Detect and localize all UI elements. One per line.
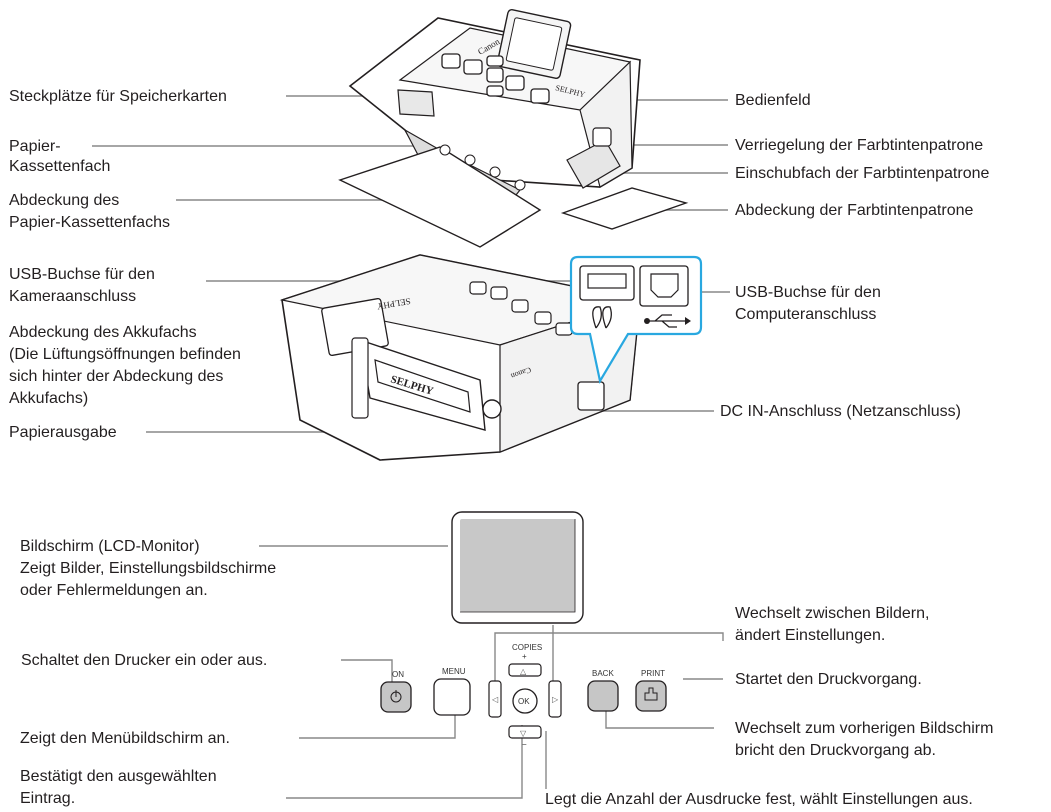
label-arrows-2: ändert Einstellungen. [735, 627, 886, 644]
back-button [587, 680, 619, 712]
up-button [508, 663, 542, 677]
svg-text:▷: ▷ [552, 695, 559, 704]
svg-text:△: △ [520, 667, 527, 676]
label-power: Schaltet den Drucker ein oder aus. [21, 652, 268, 669]
label-paper-cassette-cover-1: Abdeckung des [9, 192, 120, 209]
svg-text:◁: ◁ [492, 695, 499, 704]
label-battery-cover-1: Abdeckung des Akkufachs [9, 324, 197, 341]
label-paper-cassette-slot-2: Kassettenfach [9, 158, 111, 175]
label-battery-cover-4: Akkufachs) [9, 390, 89, 407]
label-paper-cassette-slot-1: Papier- [9, 138, 61, 155]
usb-callout [569, 255, 703, 384]
minus-label: − [522, 740, 527, 749]
label-back-2: bricht den Druckvorgang ab. [735, 742, 936, 759]
print-icon [644, 687, 658, 701]
control-panel-illustration: ON MENU ◁ ▷ △ COPIES + OK ▽ − BACK PRINT [380, 511, 667, 749]
left-arrow-button [488, 680, 502, 718]
label-menu: Zeigt den Menübildschirm an. [20, 730, 230, 747]
label-memory-card-slots: Steckplätze für Speicherkarten [9, 88, 227, 105]
printer-top-illustration: Canon SELPHY [338, 9, 689, 248]
menu-button [433, 678, 471, 716]
down-button [508, 725, 542, 739]
label-lcd-desc-2: oder Fehlermeldungen an. [20, 582, 208, 599]
plus-label: + [522, 652, 527, 661]
label-arrows-1: Wechselt zwischen Bildern, [735, 605, 930, 622]
ok-button [512, 688, 538, 714]
svg-text:▽: ▽ [520, 729, 527, 738]
copies-label: COPIES [512, 643, 542, 652]
back-label: BACK [592, 669, 614, 678]
label-dc-in: DC IN-Anschluss (Netzanschluss) [720, 403, 961, 420]
print-button [635, 680, 667, 712]
label-ok-1: Bestätigt den ausgewählten [20, 768, 217, 785]
right-arrow-button [548, 680, 562, 718]
label-lcd-desc-1: Zeigt Bilder, Einstellungsbildschirme [20, 560, 277, 577]
label-usb-computer-1: USB-Buchse für den [735, 284, 881, 301]
label-paper-output: Papierausgabe [9, 424, 117, 441]
label-control-panel: Bedienfeld [735, 92, 811, 109]
lcd-screen [460, 519, 575, 612]
label-lcd-title: Bildschirm (LCD-Monitor) [20, 538, 200, 555]
label-print: Startet den Druckvorgang. [735, 671, 922, 688]
label-paper-cassette-cover-2: Papier-Kassettenfachs [9, 214, 170, 231]
label-battery-cover-3: sich hinter der Abdeckung des [9, 368, 224, 385]
on-label: ON [392, 670, 404, 679]
print-label: PRINT [641, 669, 665, 678]
label-usb-computer-2: Computeranschluss [735, 306, 877, 323]
ok-label: OK [518, 697, 530, 706]
label-ink-cassette-lock: Verriegelung der Farbtintenpatrone [735, 137, 984, 154]
label-ink-cassette-slot: Einschubfach der Farbtintenpatrone [735, 165, 990, 182]
label-back-1: Wechselt zum vorherigen Bildschirm [735, 720, 994, 737]
label-ink-cassette-cover: Abdeckung der Farbtintenpatrone [735, 202, 974, 219]
label-usb-camera-2: Kameraanschluss [9, 288, 137, 305]
menu-label: MENU [442, 667, 466, 676]
label-copies: Legt die Anzahl der Ausdrucke fest, wähl… [545, 791, 973, 808]
label-ok-2: Eintrag. [20, 790, 76, 807]
label-usb-camera-1: USB-Buchse für den [9, 266, 155, 283]
label-battery-cover-2: (Die Lüftungsöffnungen befinden [9, 346, 241, 363]
